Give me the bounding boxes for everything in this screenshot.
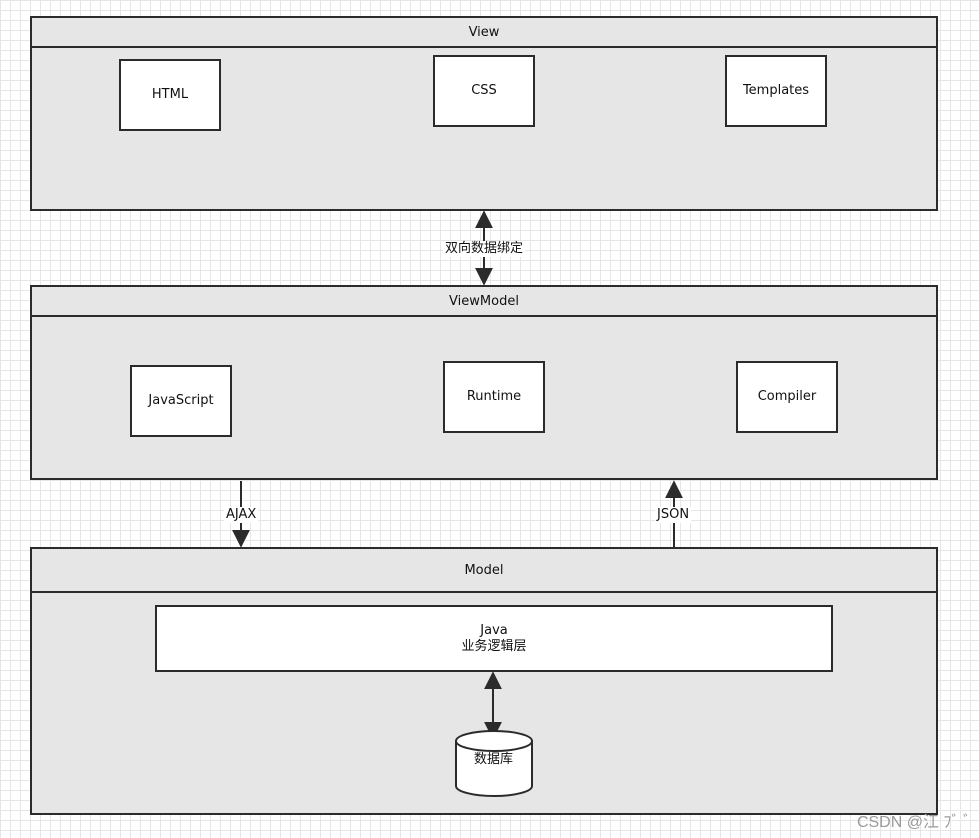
- templates-label: Templates: [742, 83, 810, 98]
- templates-box: Templates: [725, 55, 827, 127]
- css-label: CSS: [471, 83, 497, 98]
- html-label: HTML: [151, 87, 189, 102]
- watermark: CSDN @江 ﾌﾞ ﾞ: [856, 814, 971, 831]
- business-line1: Java: [480, 622, 508, 638]
- runtime-label: Runtime: [466, 389, 522, 404]
- runtime-box: Runtime: [443, 361, 545, 433]
- javascript-box: JavaScript: [130, 365, 232, 437]
- database-label: 数据库: [474, 752, 514, 767]
- business-line2: 业务逻辑层: [461, 638, 527, 654]
- model-layer-title: Model: [32, 549, 936, 593]
- json-label: JSON: [655, 507, 692, 523]
- viewmodel-layer-title: ViewModel: [32, 287, 936, 317]
- javascript-label: JavaScript: [148, 393, 214, 408]
- css-box: CSS: [433, 55, 535, 127]
- view-layer-title: View: [32, 18, 936, 48]
- html-box: HTML: [119, 59, 221, 131]
- model-layer: Model: [30, 547, 938, 815]
- binding-label: 双向数据绑定: [443, 241, 526, 257]
- ajax-label: AJAX: [224, 507, 259, 523]
- compiler-label: Compiler: [757, 389, 817, 404]
- compiler-box: Compiler: [736, 361, 838, 433]
- business-logic-box: Java 业务逻辑层: [155, 605, 833, 672]
